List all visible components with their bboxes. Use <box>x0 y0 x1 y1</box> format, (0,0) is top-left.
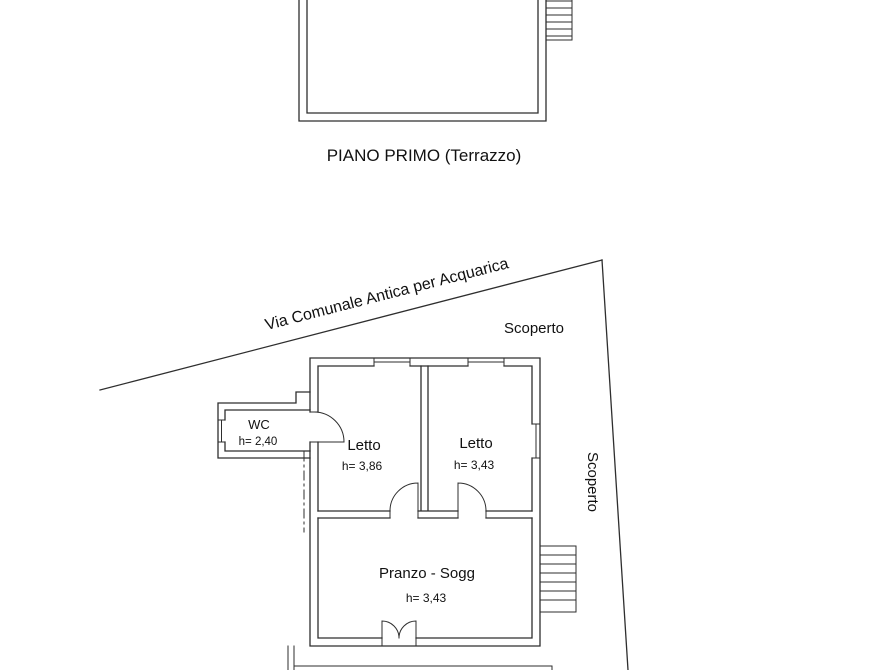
terrace-stairs <box>545 0 573 41</box>
room-label-wc: WC <box>248 417 270 432</box>
road-label: Via Comunale Antica per Acquarica <box>263 255 510 334</box>
road-boundary-line <box>99 259 603 391</box>
interior-walls <box>317 365 533 519</box>
exterior-walls <box>309 357 541 647</box>
room-height-letto-right: h= 3,43 <box>454 458 495 472</box>
room-height-letto-left: h= 3,86 <box>342 459 383 473</box>
right-boundary-line <box>601 259 629 670</box>
ground-floor-plan <box>217 357 577 670</box>
porch-lines <box>287 645 553 670</box>
labels: PIANO PRIMO (Terrazzo) Via Comunale Anti… <box>239 146 601 605</box>
door-arcs <box>313 411 487 639</box>
first-floor-caption: PIANO PRIMO (Terrazzo) <box>327 146 522 165</box>
room-label-pranzo: Pranzo - Sogg <box>379 565 475 582</box>
scoperto-side-label: Scoperto <box>584 452 601 512</box>
first-floor-plan <box>298 0 573 122</box>
room-label-letto-right: Letto <box>459 435 492 452</box>
scoperto-upper-label: Scoperto <box>504 320 564 337</box>
external-stairs <box>539 545 577 613</box>
room-label-letto-left: Letto <box>347 437 380 454</box>
window-lines <box>221 361 537 459</box>
opening-jambs <box>217 357 541 647</box>
site-boundaries <box>99 259 629 670</box>
wc-walls <box>217 391 311 459</box>
room-height-pranzo: h= 3,43 <box>406 591 447 605</box>
terrace-wall-inner <box>306 0 539 114</box>
room-height-wc: h= 2,40 <box>239 436 278 448</box>
terrace-wall-outer <box>298 0 547 122</box>
